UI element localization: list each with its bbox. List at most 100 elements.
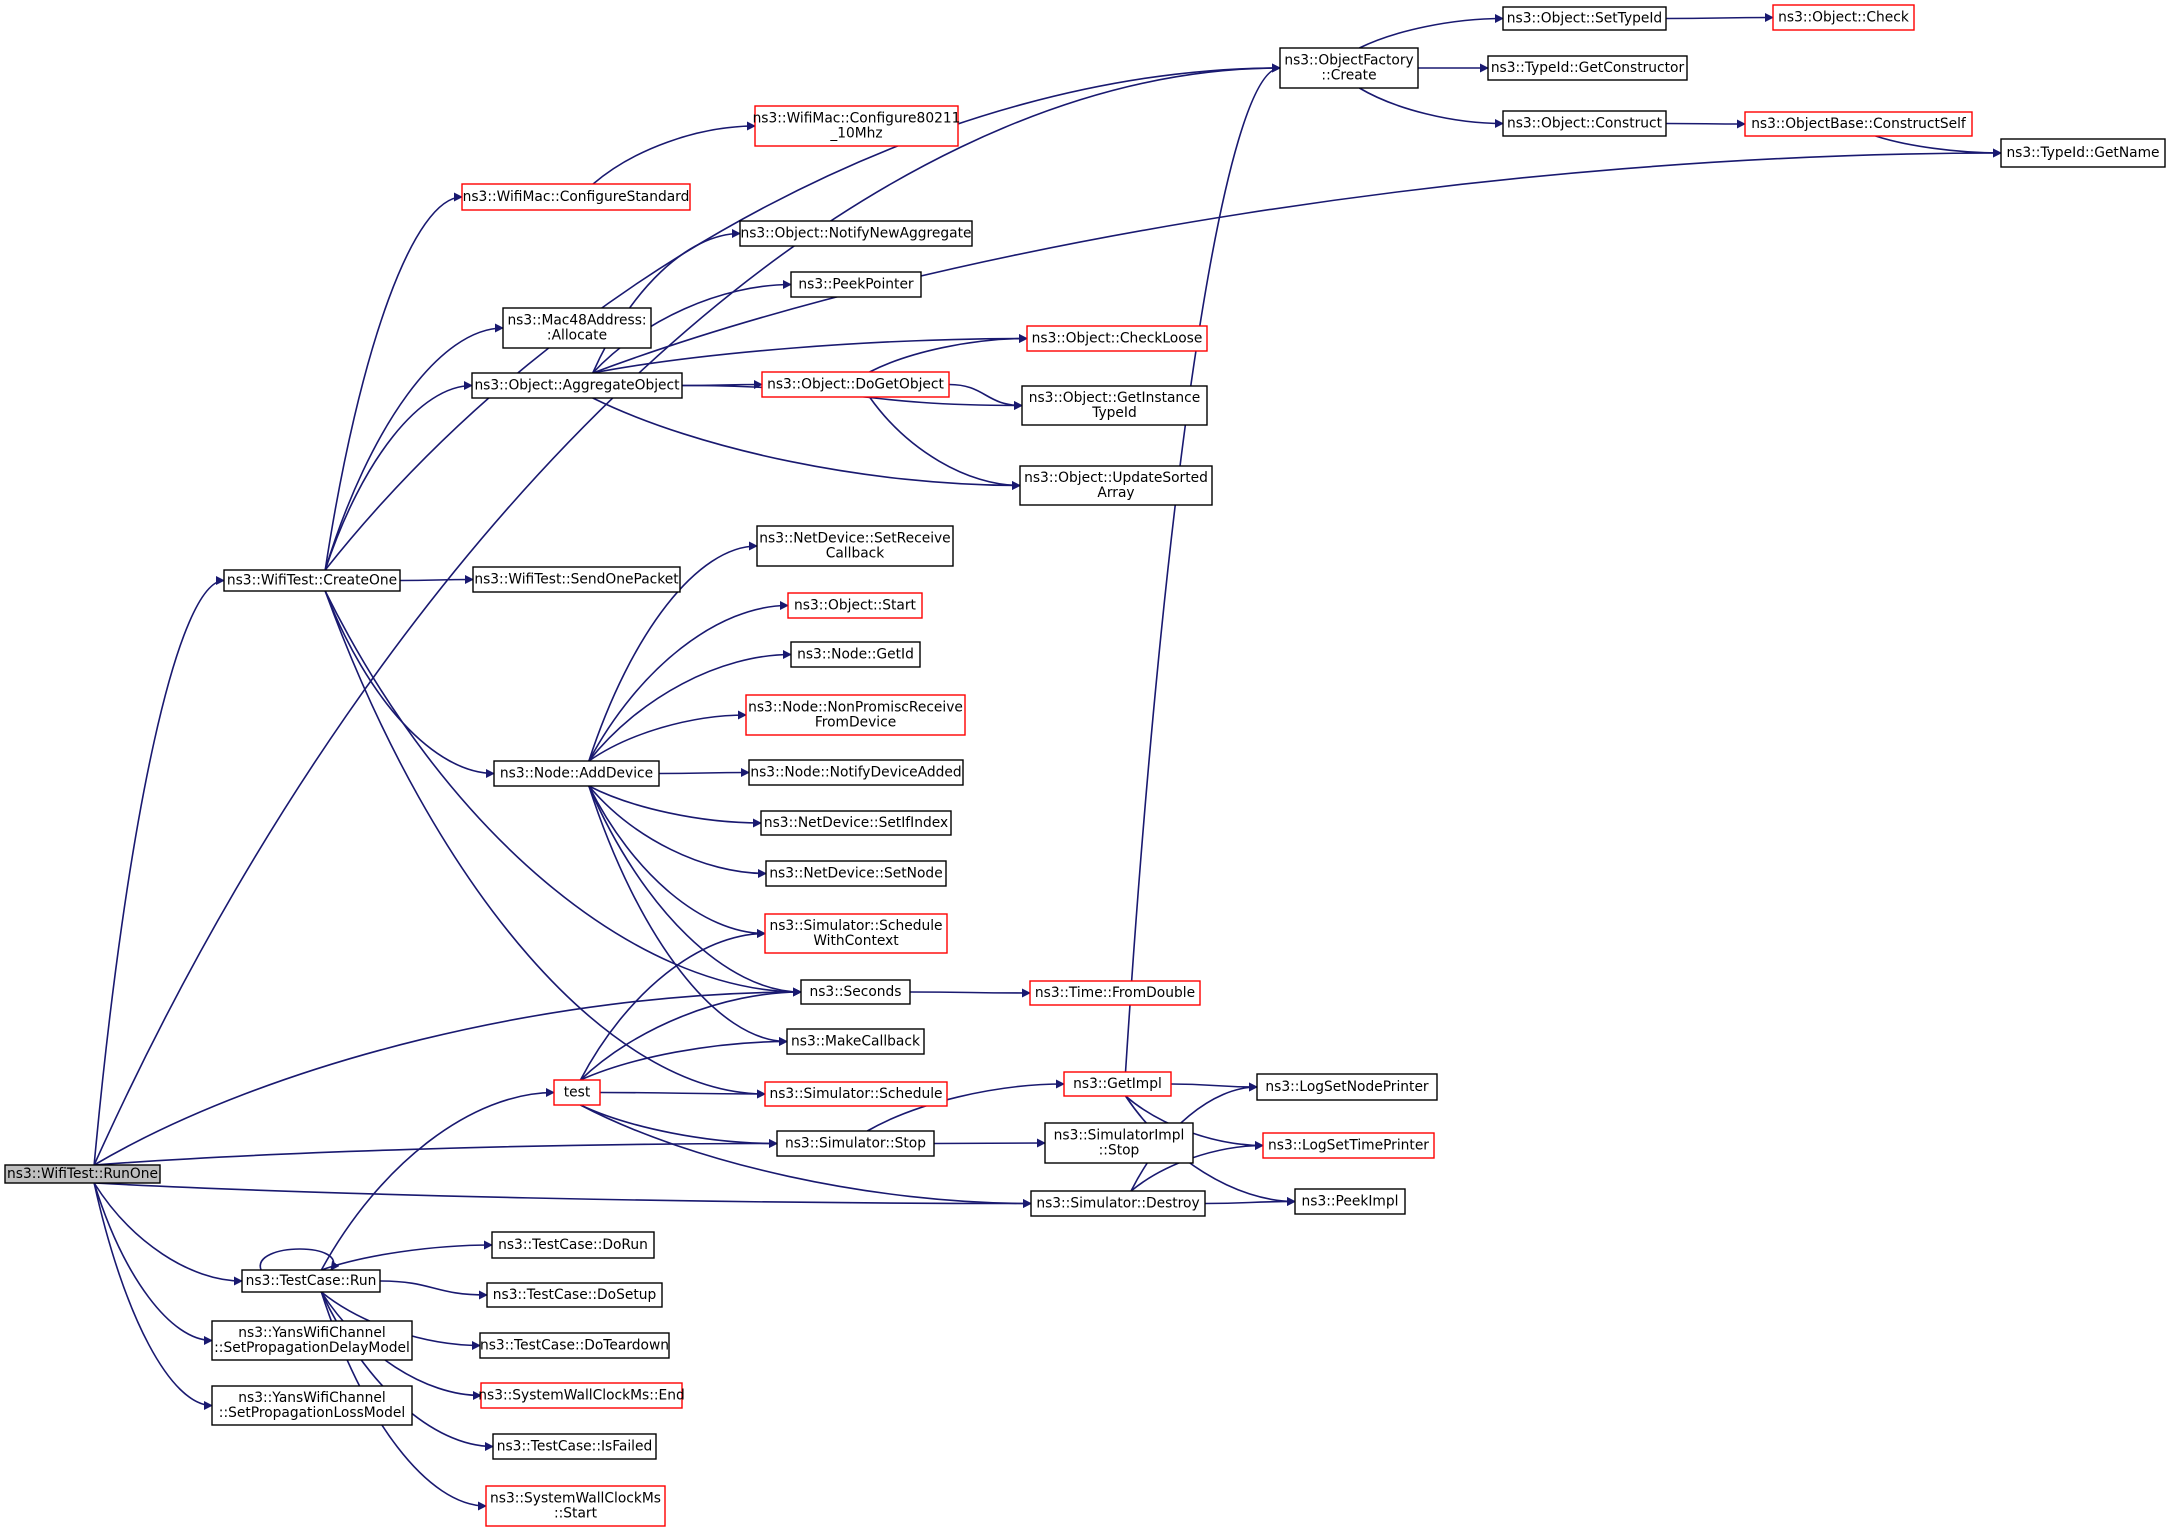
node-implstop[interactable]: ns3::SimulatorImpl::Stop <box>1044 1122 1194 1164</box>
node-setifidx[interactable]: ns3::NetDevice::SetIfIndex <box>760 810 952 836</box>
node-yloss[interactable]: ns3::YansWifiChannel::SetPropagationLoss… <box>211 1385 413 1426</box>
node-fromdouble[interactable]: ns3::Time::FromDouble <box>1029 980 1201 1006</box>
edge-objfact-to-construct <box>1358 87 1504 128</box>
node-constructself[interactable]: ns3::ObjectBase::ConstructSelf <box>1744 111 1973 137</box>
node-label: ns3::ObjectFactory <box>1284 53 1413 69</box>
edge-test-to-simstop <box>580 1104 778 1148</box>
node-label: ns3::WifiMac::ConfigureStandard <box>463 189 690 205</box>
node-notifyagg[interactable]: ns3::Object::NotifyNewAggregate <box>739 220 973 247</box>
node-box <box>1030 1190 1206 1217</box>
edge-getimpl-to-peekimpl <box>1124 1095 1296 1206</box>
edge-adddev-to-setrecv <box>588 541 758 762</box>
edge-tc_run-to-dorun <box>321 1240 493 1271</box>
node-nodegetid[interactable]: ns3::Node::GetId <box>790 641 921 668</box>
node-lognode[interactable]: ns3::LogSetNodePrinter <box>1256 1073 1438 1101</box>
node-label: ns3::TestCase::DoRun <box>498 1237 648 1253</box>
node-label: ns3::Object::Construct <box>1507 116 1663 132</box>
edge-runone-to-simdestroy <box>94 1182 1032 1208</box>
node-box <box>472 566 681 593</box>
node-cfg10[interactable]: ns3::WifiMac::Configure80211_10Mhz <box>753 105 961 147</box>
node-mac48[interactable]: ns3::Mac48Address::Allocate <box>502 307 652 349</box>
node-label: ns3::MakeCallback <box>791 1034 920 1050</box>
node-simdestroy[interactable]: ns3::Simulator::Destroy <box>1030 1190 1206 1217</box>
node-label: ns3::Object::Start <box>794 598 917 614</box>
node-box <box>1487 55 1688 81</box>
edge-adddev-to-nonpromisc <box>588 710 747 762</box>
node-box <box>1294 1188 1406 1215</box>
node-createone[interactable]: ns3::WifiTest::CreateOne <box>223 569 401 592</box>
node-dogetobj[interactable]: ns3::Object::DoGetObject <box>761 371 950 398</box>
edge-test-to-schedctx <box>579 929 766 1081</box>
node-label: Array <box>1097 485 1134 501</box>
edge-tc_run-to-tc_run <box>259 1248 340 1271</box>
edge-createone-to-schedule <box>324 590 766 1099</box>
node-sendone[interactable]: ns3::WifiTest::SendOnePacket <box>472 566 681 593</box>
edge-cfgstd-to-cfg10 <box>592 121 756 185</box>
nodes: ns3::WifiTest::RunOne ns3::WifiTest::Crea… <box>4 4 2166 1527</box>
node-label: ns3::PeekImpl <box>1302 1194 1399 1210</box>
node-getimpl[interactable]: ns3::GetImpl <box>1063 1071 1172 1097</box>
node-seconds[interactable]: ns3::Seconds <box>800 979 911 1005</box>
node-simstop[interactable]: ns3::Simulator::Stop <box>776 1130 935 1157</box>
node-logtime[interactable]: ns3::LogSetTimePrinter <box>1262 1132 1435 1159</box>
node-adddev[interactable]: ns3::Node::AddDevice <box>493 760 660 787</box>
node-box <box>479 1332 670 1359</box>
node-label: ns3::YansWifiChannel <box>238 1390 385 1406</box>
node-isfailed[interactable]: ns3::TestCase::IsFailed <box>492 1433 657 1460</box>
node-peekptr[interactable]: ns3::PeekPointer <box>790 271 922 298</box>
node-construct[interactable]: ns3::Object::Construct <box>1502 110 1667 137</box>
node-runone[interactable]: ns3::WifiTest::RunOne <box>4 1164 161 1184</box>
node-cfgstd[interactable]: ns3::WifiMac::ConfigureStandard <box>461 183 691 211</box>
node-getname[interactable]: ns3::TypeId::GetName <box>2000 138 2166 168</box>
edges <box>93 13 2002 1511</box>
node-setnode[interactable]: ns3::NetDevice::SetNode <box>765 860 947 887</box>
node-check[interactable]: ns3::Object::Check <box>1772 4 1915 31</box>
node-objstart[interactable]: ns3::Object::Start <box>787 592 923 619</box>
node-getctor[interactable]: ns3::TypeId::GetConstructor <box>1487 55 1688 81</box>
node-notifydev[interactable]: ns3::Node::NotifyDeviceAdded <box>748 759 964 786</box>
node-aggobj[interactable]: ns3::Object::AggregateObject <box>471 372 683 399</box>
node-label: ns3::TypeId::GetName <box>2006 145 2159 161</box>
edge-createone-to-objfact <box>324 63 1281 571</box>
node-box <box>553 1079 601 1106</box>
node-schedule[interactable]: ns3::Simulator::Schedule <box>764 1081 948 1107</box>
edge-simstop-to-implstop <box>933 1138 1046 1148</box>
node-checkloose[interactable]: ns3::Object::CheckLoose <box>1026 325 1208 352</box>
edge-simstop-to-getimpl <box>866 1079 1065 1132</box>
node-box <box>1772 4 1915 31</box>
node-label: ns3::Object::CheckLoose <box>1032 331 1203 347</box>
node-label: ns3::Simulator::Schedule <box>769 1086 942 1102</box>
node-box <box>790 271 922 298</box>
node-box <box>211 1320 413 1361</box>
node-test[interactable]: test <box>553 1079 601 1106</box>
node-dorun[interactable]: ns3::TestCase::DoRun <box>491 1231 655 1259</box>
node-clockend[interactable]: ns3::SystemWallClockMs::End <box>478 1382 685 1409</box>
node-clockstart[interactable]: ns3::SystemWallClockMs::Start <box>485 1485 666 1527</box>
node-objfact[interactable]: ns3::ObjectFactory::Create <box>1279 47 1419 89</box>
node-label: ::SetPropagationDelayModel <box>214 1340 410 1356</box>
node-dosetup[interactable]: ns3::TestCase::DoSetup <box>486 1282 663 1308</box>
node-label: ns3::Node::NotifyDeviceAdded <box>750 765 961 781</box>
node-ydelay[interactable]: ns3::YansWifiChannel::SetPropagationDela… <box>211 1320 413 1361</box>
node-makecb[interactable]: ns3::MakeCallback <box>786 1028 925 1055</box>
node-peekimpl[interactable]: ns3::PeekImpl <box>1294 1188 1406 1215</box>
node-doteardown[interactable]: ns3::TestCase::DoTeardown <box>479 1332 670 1359</box>
node-settypeid[interactable]: ns3::Object::SetTypeId <box>1502 6 1667 31</box>
node-label: ns3::NetDevice::SetReceive <box>759 531 950 547</box>
node-box <box>461 183 691 211</box>
node-label: ns3::LogSetNodePrinter <box>1265 1079 1429 1095</box>
edge-aggobj-to-peekptr <box>592 280 792 374</box>
node-tc_run[interactable]: ns3::TestCase::Run <box>241 1269 381 1293</box>
node-box <box>776 1130 935 1157</box>
edge-createone-to-aggobj <box>324 381 473 571</box>
node-label: ::Create <box>1321 68 1376 84</box>
node-label: ns3::Object::SetTypeId <box>1507 11 1662 27</box>
node-label: ns3::TestCase::DoSetup <box>493 1287 656 1303</box>
node-label: ns3::Node::GetId <box>797 647 914 663</box>
